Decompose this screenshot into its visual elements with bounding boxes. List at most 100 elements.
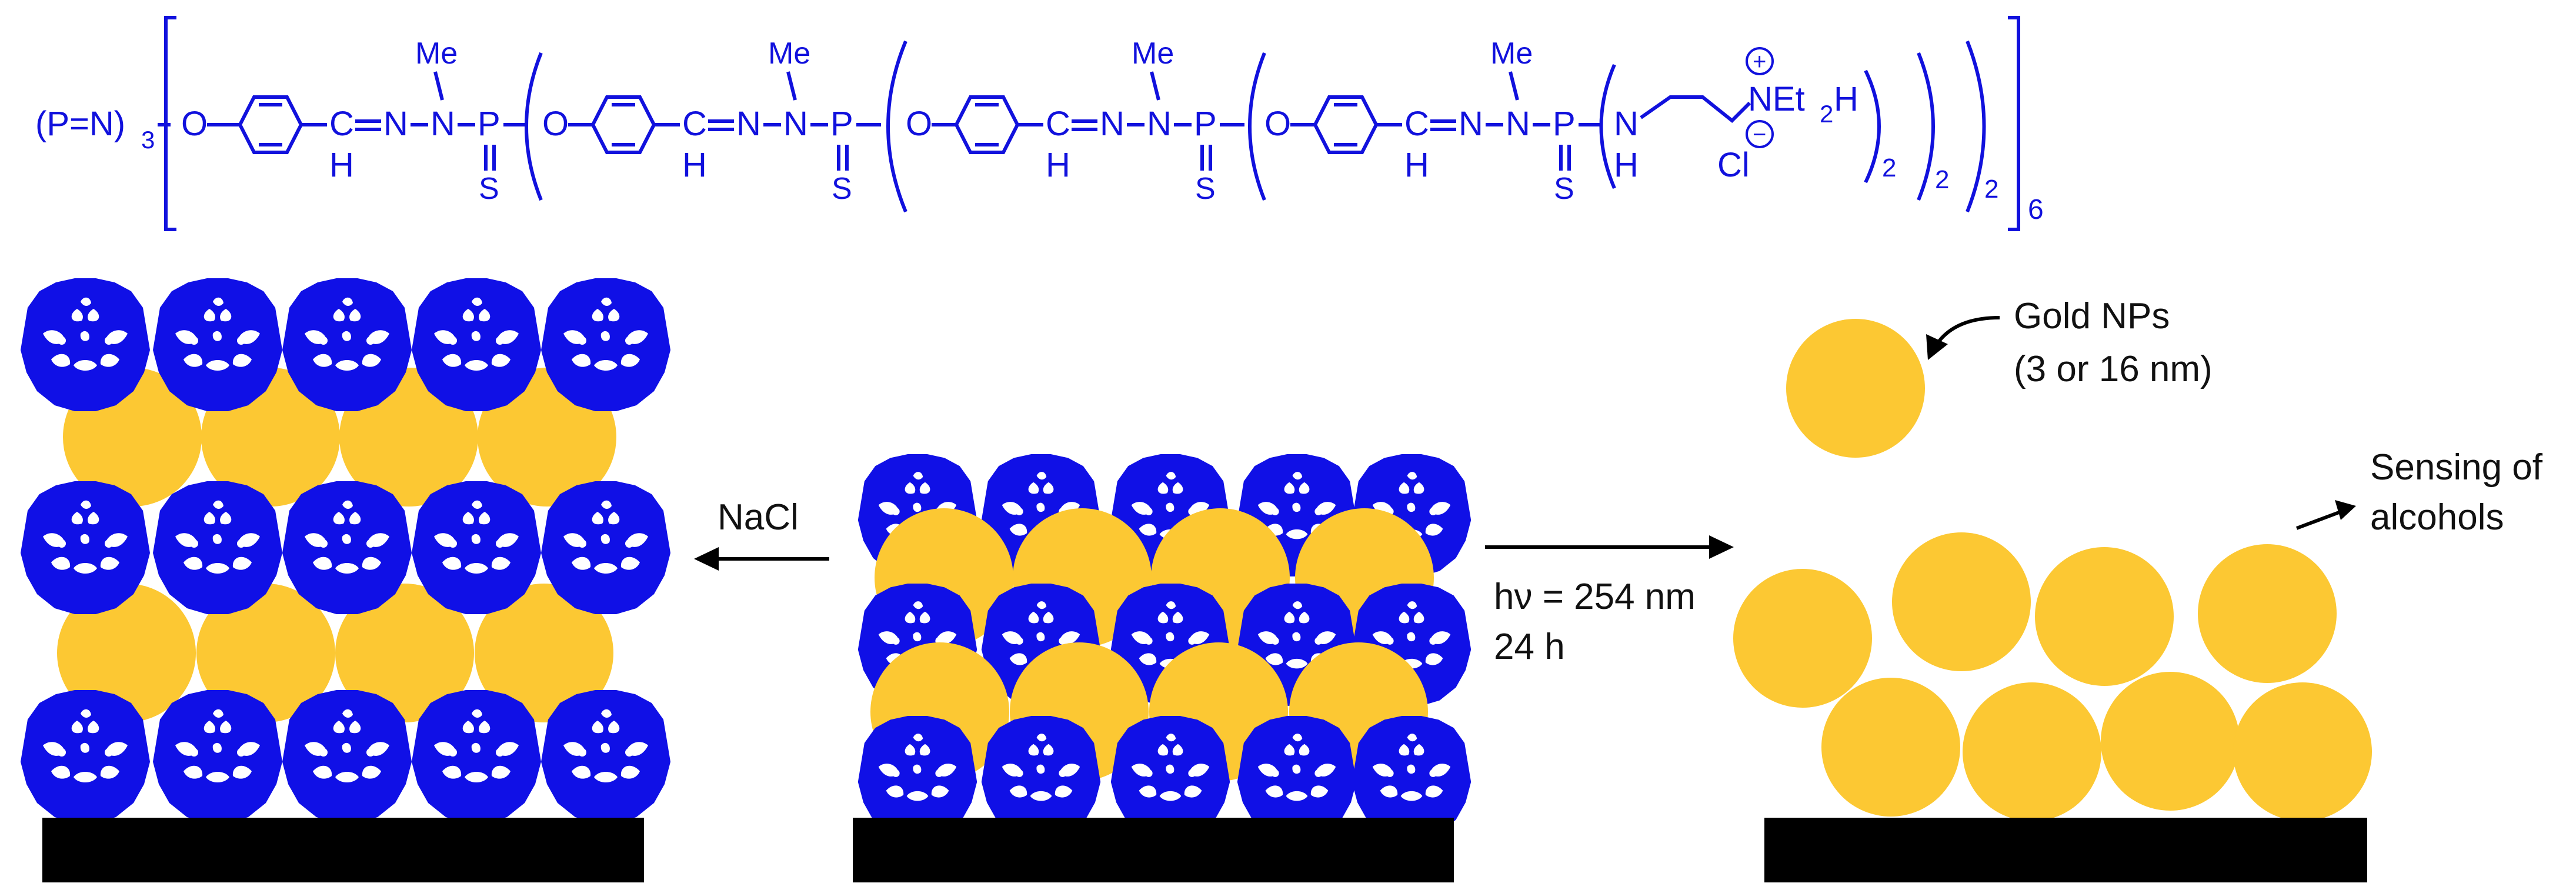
hydrogen-2: H bbox=[682, 146, 707, 184]
left-gold-row-2 bbox=[57, 584, 613, 722]
formula-oxygen-4: O bbox=[1264, 105, 1291, 143]
gold-nanoparticle bbox=[2198, 544, 2337, 683]
irradiation-label-1: hν = 254 nm bbox=[1494, 577, 1696, 617]
left-dendrimer-row-1 bbox=[21, 278, 670, 411]
nitrogen-1b: N bbox=[431, 105, 455, 143]
dendrimer-icon bbox=[541, 278, 670, 411]
amine-hydrogen: H bbox=[1614, 146, 1639, 184]
curved-arrowhead-icon bbox=[1926, 334, 1948, 360]
gold-nanoparticle bbox=[196, 584, 335, 722]
carbon-1: C bbox=[329, 105, 354, 143]
sulfur-1: S bbox=[479, 172, 499, 206]
terminal-group: N H NEt 2 H + Cl − bbox=[1614, 47, 1858, 184]
phosphorus-1: P bbox=[478, 105, 500, 143]
nacl-arrow: NaCl bbox=[694, 497, 829, 571]
ammonium-subscript: 2 bbox=[1820, 100, 1833, 128]
dendrimer-icon bbox=[282, 278, 412, 411]
formula-core: (P=N) bbox=[35, 105, 125, 143]
hydrogen-4: H bbox=[1404, 146, 1429, 184]
methyl-2: Me bbox=[768, 36, 810, 71]
nitrogen-2a: N bbox=[736, 105, 761, 143]
repeat-count-1: 2 bbox=[1882, 154, 1896, 182]
chloride: Cl bbox=[1717, 146, 1750, 184]
left-dendrimer-row-2 bbox=[21, 481, 670, 614]
dendrimer-icon bbox=[153, 278, 282, 411]
ammonium-hydrogen: H bbox=[1834, 80, 1858, 118]
right-gold-top-row bbox=[1733, 532, 2337, 708]
dendrimer-formula: (P=N) 3 O C H N N Me P S bbox=[35, 16, 2044, 231]
left-dendrimer-row-3 bbox=[21, 690, 670, 823]
free-gold-nanoparticle bbox=[1786, 319, 1925, 458]
sensing-label-2: alcohols bbox=[2370, 497, 2504, 538]
irradiation-arrow: hν = 254 nm 24 h bbox=[1485, 535, 1734, 667]
hydrogen-1: H bbox=[329, 146, 354, 184]
minus-charge bbox=[1746, 120, 1774, 148]
dendrimer-icon bbox=[153, 481, 282, 614]
dendrimer-icon bbox=[412, 690, 541, 823]
gold-nanoparticle bbox=[2035, 547, 2174, 686]
gold-nanoparticle bbox=[2101, 672, 2240, 811]
formula-core-subscript: 3 bbox=[141, 126, 155, 154]
dendrimer-icon bbox=[541, 690, 670, 823]
phosphorus-2: P bbox=[830, 105, 853, 143]
arrowhead-up-right-icon bbox=[2335, 500, 2356, 520]
dendrimer-icon bbox=[541, 481, 670, 614]
substrate bbox=[1764, 818, 2367, 882]
paren-open-2 bbox=[886, 40, 907, 213]
carbon-3: C bbox=[1046, 105, 1070, 143]
substrate bbox=[853, 818, 1454, 882]
right-gold-bottom-row bbox=[1821, 672, 2372, 821]
left-film bbox=[21, 278, 670, 882]
sulfur-2: S bbox=[832, 172, 852, 206]
paren-open-4 bbox=[1599, 64, 1616, 189]
gold-nanoparticle bbox=[2233, 682, 2372, 821]
phosphorus-4: P bbox=[1553, 105, 1576, 143]
dendrimer-icon bbox=[412, 481, 541, 614]
repeat-unit-4: C H N N Me P S bbox=[1290, 36, 1601, 206]
dendrimer-icon bbox=[21, 481, 150, 614]
repeat-count-3: 2 bbox=[1984, 175, 1998, 204]
dendrimer-icon bbox=[21, 278, 150, 411]
gold-nanoparticle bbox=[335, 584, 474, 722]
sulfur-3: S bbox=[1195, 172, 1216, 206]
sulfur-4: S bbox=[1554, 172, 1574, 206]
gold-nanoparticle bbox=[1733, 569, 1872, 708]
arrowhead-left-icon bbox=[694, 547, 719, 571]
gold-np-label-1: Gold NPs bbox=[2014, 296, 2170, 336]
nitrogen-3b: N bbox=[1147, 105, 1172, 143]
gold-nanoparticle bbox=[57, 584, 196, 722]
middle-film bbox=[853, 454, 1471, 882]
repeat-unit-2: C H N N Me P S bbox=[568, 36, 881, 206]
dendrimer-icon bbox=[153, 690, 282, 823]
minus-sign: − bbox=[1753, 122, 1766, 148]
paren-open-3 bbox=[1248, 52, 1266, 201]
amine-nitrogen: N bbox=[1614, 105, 1639, 143]
irradiation-label-2: 24 h bbox=[1494, 627, 1565, 667]
left-bracket bbox=[164, 16, 176, 231]
gold-nanoparticle bbox=[1821, 678, 1960, 817]
paren-close-2 bbox=[1966, 40, 1986, 213]
bracket-count: 6 bbox=[2028, 194, 2044, 225]
repeat-count-2: 2 bbox=[1935, 165, 1949, 194]
right-bracket bbox=[2008, 16, 2020, 231]
carbon-4: C bbox=[1404, 105, 1429, 143]
carbon-2: C bbox=[682, 105, 707, 143]
repeat-unit-3: C H N N Me P S bbox=[932, 36, 1244, 206]
nacl-label: NaCl bbox=[718, 497, 799, 538]
gold-nanoparticle bbox=[1892, 532, 2031, 671]
dendrimer-icon bbox=[21, 690, 150, 823]
dendrimer-icon bbox=[282, 690, 412, 823]
formula-oxygen-3: O bbox=[906, 105, 932, 143]
formula-oxygen-1: O bbox=[181, 105, 208, 143]
nitrogen-4b: N bbox=[1506, 105, 1530, 143]
paren-close-3 bbox=[1917, 52, 1935, 201]
hydrogen-3: H bbox=[1046, 146, 1070, 184]
right-film: Gold NPs (3 or 16 nm) Sensing of alcohol… bbox=[1733, 296, 2543, 882]
gold-np-label-2: (3 or 16 nm) bbox=[2014, 349, 2213, 389]
methyl-3: Me bbox=[1132, 36, 1174, 71]
gold-np-callout: Gold NPs (3 or 16 nm) bbox=[1926, 296, 2213, 389]
sensing-label-1: Sensing of bbox=[2370, 447, 2543, 488]
nitrogen-1a: N bbox=[383, 105, 408, 143]
methyl-4: Me bbox=[1490, 36, 1533, 71]
arrowhead-right-icon bbox=[1709, 535, 1734, 559]
